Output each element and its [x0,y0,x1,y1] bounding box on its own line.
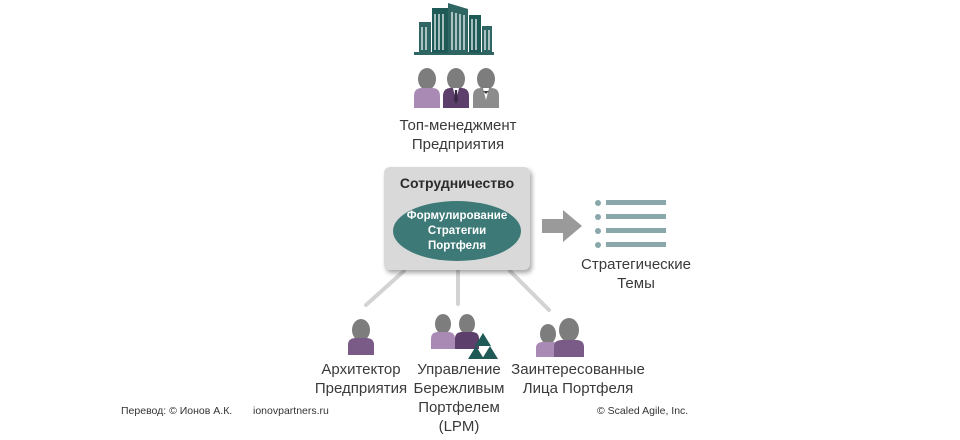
lpm-line-1: Управление [417,361,501,378]
architect-line-1: Архитектор [321,361,401,378]
stakeholders-line-2: Лица Портфеля [522,380,634,397]
architect-person-icon [348,319,374,355]
collaboration-box: Сотрудничество Формулирование Стратегии … [384,167,530,270]
core-line-1: Формулирование [406,209,508,222]
building-icon [414,3,494,55]
top-management-line-2: Предприятия [411,136,505,153]
triangles-icon [468,333,498,359]
strategic-themes-label: Стратегические Темы [566,255,706,293]
collaboration-title: Сотрудничество [399,175,515,191]
list-icon [595,200,666,248]
top-management-label: Топ-менеджмент Предприятия [378,116,538,154]
architect-label: Архитектор Предприятия [296,360,426,398]
core-line-3: Портфеля [427,239,487,252]
translation-credit: Перевод: © Ионов А.К. [121,405,233,417]
themes-line-1: Стратегические [581,256,691,273]
top-management-line-1: Топ-менеджмент [399,117,517,134]
portfolio-strategy-ellipse: Формулирование Стратегии Портфеля [393,201,521,261]
stakeholders-line-1: Заинтересованные [511,361,645,378]
copyright-notice: © Scaled Agile, Inc. [597,405,689,417]
executives-people-icon [414,68,499,108]
website-link[interactable]: ionovpartners.ru [253,405,329,417]
lpm-line-3: Портфелем [418,399,500,416]
stakeholders-people-icon [536,318,584,357]
arrow-right-icon [542,210,582,242]
lpm-label: Управление Бережливым Портфелем (LPM) [398,360,520,436]
lpm-line-2: Бережливым [413,380,505,397]
lpm-team-icon [431,314,498,359]
connector-lines [364,269,551,312]
lpm-line-4: (LPM) [438,418,480,435]
themes-line-2: Темы [617,275,655,292]
core-line-2: Стратегии [427,224,487,237]
stakeholders-label: Заинтересованные Лица Портфеля [503,360,653,398]
architect-line-2: Предприятия [314,380,408,397]
